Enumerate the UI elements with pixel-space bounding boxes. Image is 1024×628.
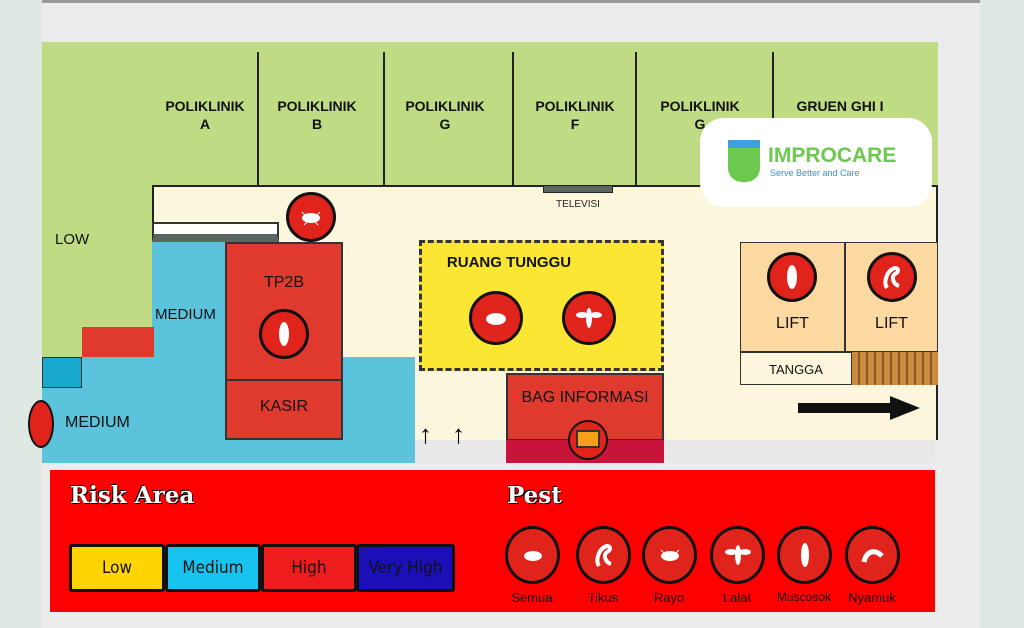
- direction-arrow-icon: [798, 403, 893, 413]
- wall: [257, 52, 259, 185]
- pest-marker-muscosok-icon[interactable]: [767, 252, 817, 302]
- pest-marker-lalat-icon[interactable]: [562, 291, 616, 345]
- pest-label-rayo: Rayo: [653, 590, 685, 605]
- low-zone-label: LOW: [55, 231, 90, 248]
- lift-2-label: LIFT: [875, 315, 908, 332]
- lift-1-label: LIFT: [776, 315, 809, 332]
- desk-icon: [568, 420, 608, 460]
- entrance-arrow-icon: ↑: [452, 419, 465, 449]
- medium-label-2: MEDIUM: [65, 414, 130, 431]
- risk-level-very-high: Very High: [356, 544, 455, 592]
- pest-label-tikus: Tikus: [587, 590, 619, 605]
- pest-label-semua: Semua: [511, 590, 553, 605]
- pest-marker-rayo-icon[interactable]: [286, 192, 336, 242]
- room-gruen: GRUEN GHI I: [796, 98, 884, 114]
- bench: [152, 222, 279, 242]
- pest-marker-semua-icon[interactable]: [469, 291, 523, 345]
- entrance-arrow-icon: ↑: [419, 419, 432, 449]
- risk-level-high: High: [261, 544, 357, 592]
- pest-label-nyamuk: Nyamuk: [848, 590, 896, 605]
- room-ruang-tunggu: [419, 240, 664, 371]
- medium-label-1: MEDIUM: [155, 306, 216, 323]
- pest-title: Pest: [507, 482, 562, 509]
- risk-level-low: Low: [69, 544, 165, 592]
- high-zone-edge: [28, 400, 54, 448]
- tikus-icon: [576, 526, 631, 584]
- ruang-tunggu-label: RUANG TUNGGU: [446, 254, 572, 271]
- logo-name: IMPROCARE: [768, 144, 897, 167]
- pest-label-lalat: Lalat: [722, 590, 752, 605]
- nyamuk-icon: [845, 526, 900, 584]
- muscosok-icon: [777, 526, 832, 584]
- high-zone-small: [82, 327, 154, 357]
- tp2b-label: TP2B: [263, 274, 304, 291]
- pest-marker-tikus-icon[interactable]: [867, 252, 917, 302]
- pest-label-muscosok: Muscosok: [776, 590, 832, 604]
- televisi-label: TELEVISI: [556, 199, 600, 210]
- risk-level-medium: Medium: [165, 544, 261, 592]
- corridor-floor: [415, 440, 935, 463]
- room-tangga: [740, 352, 852, 385]
- lalat-icon: [710, 526, 765, 584]
- semua-icon: [505, 526, 560, 584]
- direction-arrowhead: [890, 396, 920, 420]
- improcare-logo: IMPROCARE Serve Better and Care: [700, 118, 932, 207]
- stairs: [852, 352, 938, 385]
- tangga-label: TANGGA: [769, 362, 823, 377]
- room-kasir: [225, 379, 343, 440]
- medium-zone-small: [42, 357, 82, 388]
- pest-marker-muscosok-icon[interactable]: [259, 309, 309, 359]
- bag-informasi-label: BAG INFORMASI: [521, 389, 649, 406]
- wall: [635, 52, 637, 185]
- rayo-icon: [642, 526, 697, 584]
- wall: [383, 52, 385, 185]
- kasir-label: KASIR: [259, 398, 308, 415]
- logo-tagline: Serve Better and Care: [770, 168, 860, 178]
- wall: [512, 52, 514, 185]
- television: [543, 185, 613, 193]
- risk-area-title: Risk Area: [70, 482, 195, 509]
- shield-logo-icon: [728, 140, 760, 182]
